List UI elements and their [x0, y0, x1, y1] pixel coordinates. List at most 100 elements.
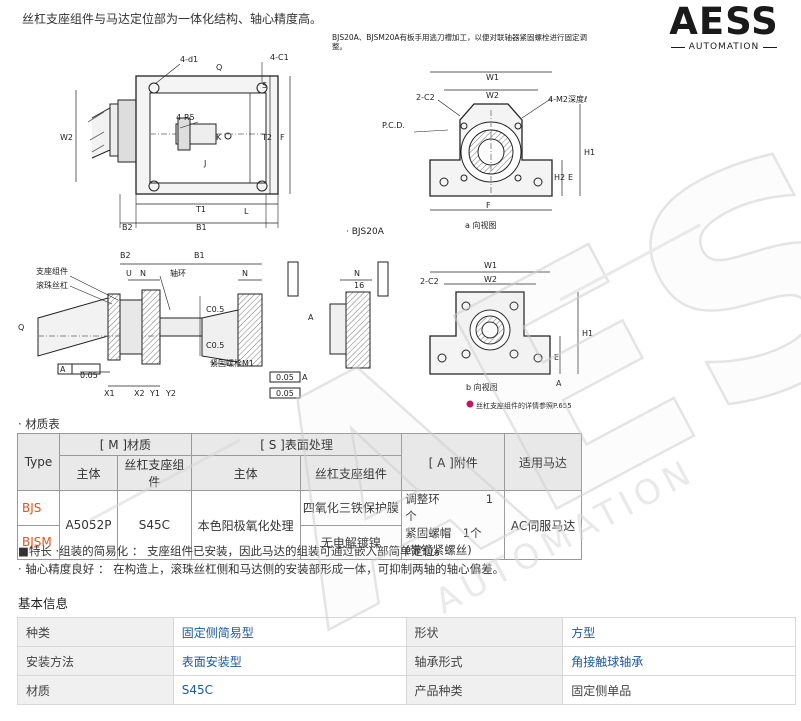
fixing-note: BJS20A、BJSM20A有板手用逃刀槽加工，以便对联轴器紧固螺栓进行固定调整… [332, 33, 588, 51]
svg-text:Q: Q [18, 323, 24, 332]
header-surface: [ S ]表面处理 [190, 433, 403, 456]
material-table-title: · 材质表 [18, 417, 60, 431]
basic-info-table: 种类 固定侧简易型 形状 方型 安装方法 表面安装型 轴承形式 角接触球轴承 材… [17, 617, 796, 705]
svg-text:B2: B2 [120, 251, 131, 260]
svg-text:A: A [556, 379, 562, 388]
svg-text:0.05: 0.05 [80, 371, 98, 380]
side-view-b-drawing [429, 271, 579, 375]
svg-text:b 向视图: b 向视图 [466, 382, 498, 392]
header-s-body: 主体 [190, 455, 301, 491]
motor-value: AC伺服马达 [504, 490, 582, 560]
header-type: Type [17, 433, 60, 491]
bjs20a-drawing [329, 261, 389, 369]
info-value-link[interactable]: 角接触球轴承 [562, 646, 796, 676]
svg-text:U: U [126, 269, 132, 278]
note-text: BJS20A、BJSM20A有板手用逃刀槽加工，以便对联轴器紧固螺栓进行固定调整… [332, 33, 588, 51]
header-m-body: 主体 [58, 455, 118, 491]
svg-text:H1: H1 [584, 148, 595, 157]
bjs20a-labels: · BJS20A N 16 [346, 227, 385, 290]
svg-text:E: E [554, 353, 559, 362]
logo-subtitle: AUTOMATION [660, 42, 788, 52]
type-bjs: BJS [17, 490, 60, 526]
svg-text:T2: T2 [261, 133, 272, 142]
svg-text:2-C2: 2-C2 [420, 277, 439, 286]
svg-text:2-C2: 2-C2 [416, 93, 435, 102]
technical-drawings: 4-d1 4-C1 Q 4-R5 K J S T2 F W2 T1 B1 B2 … [18, 33, 595, 410]
front-view-drawing [75, 62, 291, 228]
svg-text:支座组件: 支座组件 [36, 266, 68, 276]
info-key: 安装方法 [17, 646, 174, 676]
svg-text:X1: X1 [104, 389, 115, 398]
svg-text:C0.5: C0.5 [206, 305, 224, 314]
feature-line-1: ■特长 ·组装的简易化 ： 支座组件已安装，因此马达的组装可通过嵌入部简单定位。 [18, 544, 446, 558]
info-key: 轴承形式 [405, 646, 564, 676]
side-view-b-labels: W1 W2 2-C2 H1 E b 向视图 A 丝杠支座组件的详情参照P.655 [420, 261, 593, 410]
svg-text:Y1: Y1 [149, 389, 160, 398]
info-value-link[interactable]: 表面安装型 [172, 646, 407, 676]
brand-logo: AESS AUTOMATION [660, 2, 788, 58]
svg-text:· BJS20A: · BJS20A [346, 227, 385, 237]
side-view-a-labels: W1 W2 2-C2 4-M2深度ℓ P.C.D. F H1 H2 E a 向视… [382, 73, 595, 230]
svg-text:N: N [354, 269, 360, 278]
accessory-line-3: (带锁紧螺丝) [405, 543, 472, 557]
material-table: Type [ M ]材质 [ S ]表面处理 [ A ]附件 适用马达 主体 丝… [17, 433, 582, 560]
svg-text:H2: H2 [554, 173, 565, 182]
side-view-a-drawing [413, 71, 581, 211]
logo-subtitle-text: AUTOMATION [688, 42, 760, 52]
svg-text:P.C.D.: P.C.D. [382, 121, 405, 130]
accessory-line-1: 调整环 1个 [405, 492, 494, 523]
svg-text:滚珠丝杠: 滚珠丝杠 [36, 280, 68, 290]
svg-text:a 向视图: a 向视图 [465, 220, 496, 230]
svg-text:W2: W2 [484, 275, 497, 284]
info-key: 产品种类 [405, 675, 564, 705]
svg-text:K: K [216, 133, 222, 142]
svg-text:F: F [486, 201, 491, 210]
feature-line-2: · 轴心精度良好 ： 在构造上，滚珠丝杠侧和马达侧的安装部形成一体，可抑制两轴的… [18, 562, 505, 576]
svg-text:A: A [308, 313, 314, 322]
svg-text:F: F [280, 133, 285, 142]
svg-text:A: A [60, 365, 66, 374]
logo-text: AESS [669, 0, 779, 43]
accessory-line-2: 紧固螺帽 1个 [405, 526, 482, 540]
svg-text:4-R5: 4-R5 [176, 113, 195, 122]
svg-text:N: N [242, 269, 248, 278]
accessory-value: 调整环 1个 紧固螺帽 1个 (带锁紧螺丝) [401, 490, 506, 560]
svg-text:J: J [203, 159, 206, 168]
header-s-support: 丝杠支座组件 [299, 455, 403, 491]
type-bjsm: BJSM [17, 524, 60, 560]
front-view-labels: 4-d1 4-C1 Q 4-R5 K J S T2 F W2 T1 B1 B2 … [60, 53, 289, 232]
info-value-link[interactable]: 固定侧简易型 [172, 617, 407, 647]
svg-text:W1: W1 [486, 73, 499, 82]
svg-text:S: S [262, 81, 267, 90]
s-support-value-2: 无电解镀镍 [299, 524, 403, 560]
info-value-link[interactable]: 方型 [562, 617, 796, 647]
header-motor: 适用马达 [504, 433, 582, 491]
svg-text:W2: W2 [486, 91, 499, 100]
svg-text:C0.5: C0.5 [206, 341, 224, 350]
svg-text:X2: X2 [134, 389, 145, 398]
basic-info-title: 基本信息 [18, 596, 69, 611]
info-key: 材质 [17, 675, 174, 705]
svg-text:4-C1: 4-C1 [270, 53, 289, 62]
svg-text:0.05: 0.05 [276, 389, 294, 398]
svg-text:W1: W1 [484, 261, 497, 270]
svg-text:L: L [244, 207, 249, 216]
s-support-value-1: 四氧化三铁保护膜 [299, 490, 403, 526]
svg-text:16: 16 [354, 281, 364, 290]
info-key: 种类 [17, 617, 174, 647]
svg-text:Y2: Y2 [165, 389, 176, 398]
header-m-support: 丝杠支座组件 [116, 455, 192, 491]
svg-text:B1: B1 [194, 251, 205, 260]
svg-text:紧固螺栓M1: 紧固螺栓M1 [210, 358, 254, 368]
section-view-drawing [37, 261, 301, 399]
svg-text:A: A [302, 373, 308, 382]
svg-text:H1: H1 [582, 329, 593, 338]
svg-text:T1: T1 [195, 205, 206, 214]
svg-text:W2: W2 [60, 133, 73, 142]
header-material: [ M ]材质 [58, 433, 192, 456]
svg-text:B1: B1 [196, 223, 207, 232]
info-value-link[interactable]: S45C [172, 675, 407, 705]
svg-text:4-M2深度ℓ: 4-M2深度ℓ [548, 94, 587, 104]
svg-text:E: E [568, 173, 573, 182]
